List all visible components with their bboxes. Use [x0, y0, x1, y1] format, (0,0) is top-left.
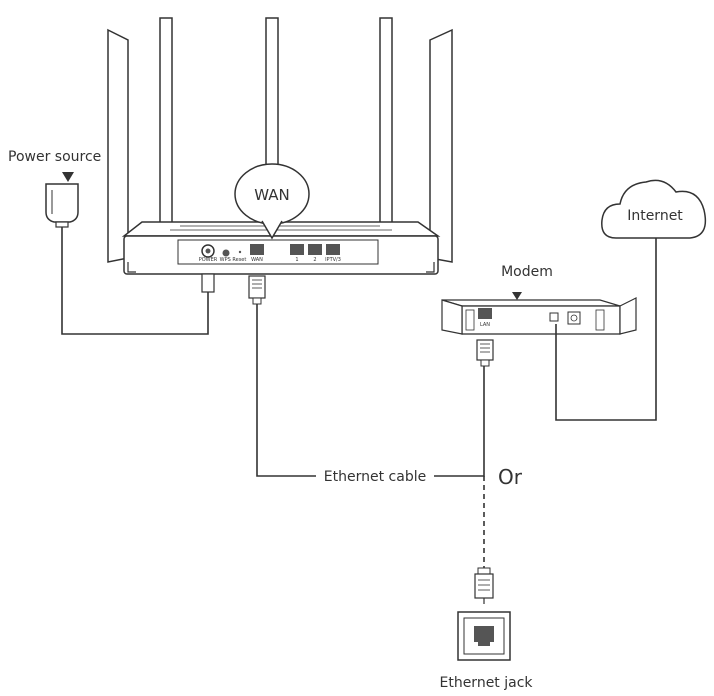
- router-ports: [201, 244, 340, 258]
- router-lan1-port-label: 1: [295, 257, 298, 263]
- router-iptv-port: [326, 244, 340, 255]
- ethernet-cable-line-left: [256, 304, 316, 477]
- wan-bubble-label: WAN: [254, 186, 290, 204]
- antenna-right-inner: [379, 17, 393, 233]
- router-reset-hole: [238, 250, 242, 254]
- wall-jack-icon: [457, 611, 511, 661]
- antenna-left-outer: [107, 28, 129, 263]
- modem-label: Modem: [501, 264, 553, 280]
- router-power-port-label: POWER: [199, 257, 218, 263]
- modem-lan-port: [478, 308, 492, 319]
- rj45-plug-modem: [476, 339, 494, 367]
- router-lan2-port: [308, 244, 322, 255]
- router-icon: [121, 221, 441, 275]
- router-iptv-port-label: IPTV/3: [325, 257, 341, 263]
- power-adapter-icon: [45, 172, 79, 228]
- modem-internet-line: [555, 238, 657, 421]
- modem-lan-port-label: LAN: [480, 322, 490, 328]
- router-wan-port-label: WAN: [251, 257, 263, 263]
- router-top: [121, 221, 441, 237]
- router-lan1-port: [290, 244, 304, 255]
- internet-label: Internet: [627, 208, 683, 224]
- router-wan-port: [250, 244, 264, 255]
- rj45-plug-jack: [474, 567, 494, 604]
- ethernet-jack-label: Ethernet jack: [439, 675, 533, 691]
- rj45-plug-router: [248, 275, 266, 305]
- antenna-right-outer: [429, 28, 453, 263]
- ethernet-cable-label: Ethernet cable: [324, 469, 426, 485]
- router-lan2-port-label: 2: [313, 257, 316, 263]
- router-wps-reset-label: WPS Reset: [220, 257, 247, 263]
- antenna-left-inner: [159, 17, 173, 231]
- or-label: Or: [498, 465, 523, 489]
- cloud-icon: [601, 179, 707, 239]
- power-cable: [61, 227, 209, 335]
- modem-icon: [441, 292, 637, 335]
- router-power-plug: [201, 273, 215, 293]
- power-source-label: Power source: [8, 149, 101, 165]
- modem-coax-port: [549, 312, 559, 322]
- router-wps-button: [222, 249, 230, 257]
- ethernet-cable-line-right: [434, 366, 485, 477]
